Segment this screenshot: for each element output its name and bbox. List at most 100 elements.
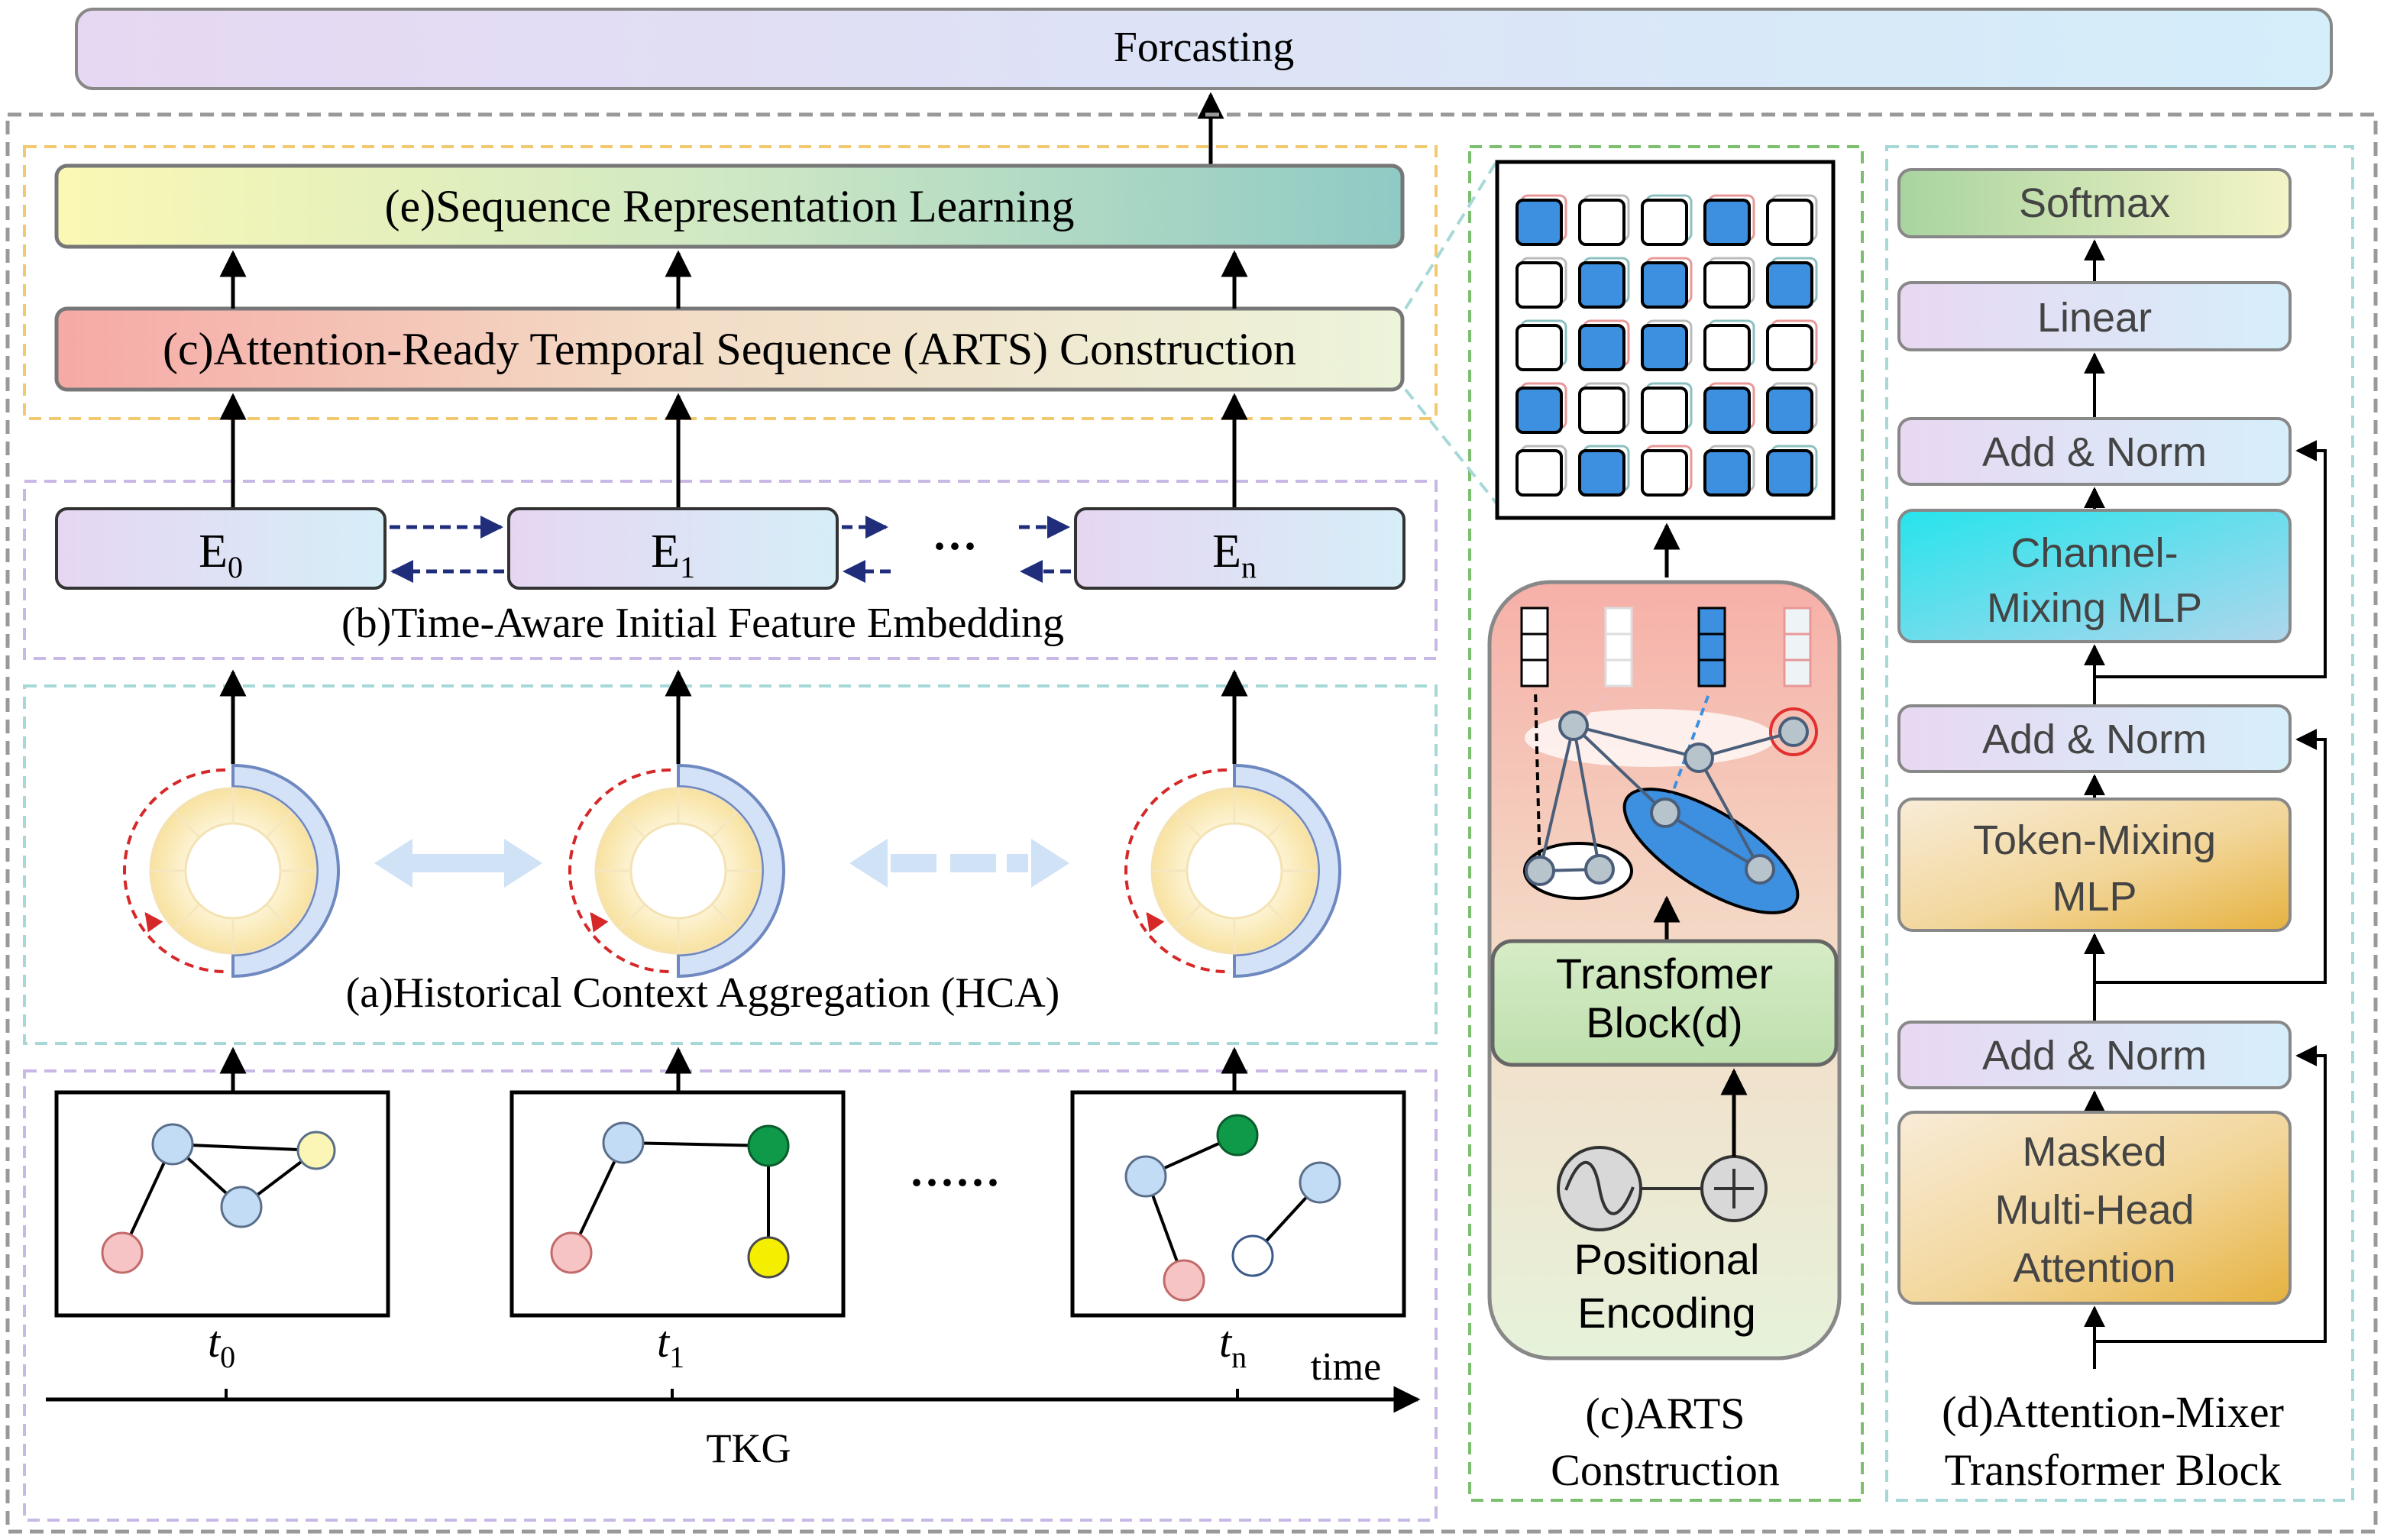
residual-connection-2 [2094, 729, 2327, 984]
matrix-cell [1766, 199, 1813, 246]
time-axis-ticks [225, 1389, 1239, 1399]
token-vector [1783, 607, 1812, 688]
token-mixing-line1: Token-Mixing [1973, 817, 2216, 863]
add-norm-label-3: Add & Norm [1982, 429, 2207, 475]
embedding-e0: E0 [55, 507, 387, 590]
token-vectors [1520, 607, 1812, 688]
graph-node [1745, 854, 1775, 885]
arts-construction-label: (c)Attention-Ready Temporal Sequence (AR… [163, 324, 1296, 374]
graph-node [1684, 742, 1714, 773]
graph-node [747, 1124, 790, 1167]
time-axis-label: time [1311, 1345, 1381, 1389]
mixer-region-frame [1885, 145, 2354, 1502]
graph-node [1558, 710, 1589, 741]
graph-node [101, 1231, 144, 1274]
matrix-cell [1766, 449, 1813, 497]
token-vector [1604, 607, 1633, 688]
forecasting-box: Forcasting [75, 8, 2333, 90]
snapshot-ellipsis: ······ [909, 1157, 1001, 1208]
linear-label: Linear [2037, 295, 2152, 341]
graph-snapshot-n [1070, 1090, 1406, 1318]
svg-text:E1: E1 [651, 526, 695, 584]
attention-matrix [1495, 160, 1836, 520]
masked-attention-line1: Masked [2022, 1129, 2166, 1175]
masked-attention-box: Masked Multi-Head Attention [1897, 1111, 2292, 1305]
hca-ring-icon-1 [568, 763, 785, 979]
matrix-cell [1578, 199, 1625, 246]
arts-caption-line2: Construction [1551, 1445, 1780, 1495]
arts-construction-box: (c)Attention-Ready Temporal Sequence (AR… [54, 306, 1405, 392]
arts-caption-line1: (c)ARTS [1585, 1389, 1745, 1438]
hca-ring-icon-n [1124, 763, 1341, 979]
matrix-cell [1703, 449, 1751, 497]
graph-node [1163, 1259, 1205, 1302]
channel-mixing-mlp-box: Channel- Mixing MLP [1897, 509, 2292, 643]
embedding-ellipsis: ··· [932, 521, 978, 571]
matrix-cell [1515, 387, 1563, 434]
token-vector [1520, 607, 1549, 688]
tkg-region-frame [23, 1069, 1438, 1522]
hca-ring-icon-0 [123, 763, 340, 979]
embedding-e0-sub: 0 [228, 550, 243, 584]
graph-node [151, 1123, 194, 1166]
embedding-en: En [1074, 507, 1405, 590]
time-tick-t0-base: t [208, 1317, 222, 1367]
embedding-e0-base: E [199, 526, 228, 578]
add-norm-label-2: Add & Norm [1982, 717, 2207, 762]
linear-box: Linear [1897, 281, 2292, 351]
matrix-cell [1578, 261, 1625, 309]
forecasting-label: Forcasting [1114, 24, 1294, 71]
graph-snapshot-1 [509, 1090, 846, 1318]
arrows-hca-to-embed [219, 669, 1248, 764]
embedding-en-base: E [1212, 526, 1241, 578]
tkg-label: TKG [707, 1425, 791, 1471]
matrix-cell [1766, 261, 1813, 309]
arrows-arts-to-seq [219, 250, 1248, 309]
add-norm-box-3: Add & Norm [1897, 417, 2292, 486]
arts-graph [1523, 688, 1818, 914]
matrix-cell [1578, 449, 1625, 497]
hca-double-arrow-solid [374, 839, 542, 888]
embedding-links [390, 516, 1071, 583]
matrix-cell [1641, 449, 1688, 497]
positional-encoding-line1: Positional [1574, 1235, 1760, 1283]
hca-region-frame [23, 684, 1438, 1045]
svg-text:En: En [1212, 526, 1257, 584]
matrix-cell [1703, 387, 1751, 434]
matrix-cell [1766, 387, 1813, 434]
graph-node [1584, 854, 1615, 885]
matrix-cell [1641, 199, 1688, 246]
matrix-cell [1703, 261, 1751, 309]
channel-mixing-line1: Channel- [2010, 530, 2178, 576]
matrix-cell [1515, 261, 1563, 309]
embedding-e1-sub: 1 [680, 550, 695, 584]
graph-node [1299, 1161, 1341, 1204]
graph-node [296, 1131, 336, 1170]
graph-node [1525, 856, 1555, 886]
tafe-label: (b)Time-Aware Initial Feature Embedding [341, 600, 1064, 647]
embedding-region-frame [23, 480, 1438, 660]
hca-double-arrow-dashed [849, 839, 1069, 888]
matrix-cell [1578, 387, 1625, 434]
time-tick-tn: tn [1219, 1317, 1247, 1374]
transformer-block-line2: Block(d) [1586, 998, 1742, 1047]
graph-snapshot-0 [54, 1090, 390, 1318]
transformer-block-line1: Transfomer [1556, 950, 1773, 998]
graph-node [1650, 798, 1680, 828]
graph-node-highlight [1769, 707, 1818, 756]
residual-connection-1 [2094, 1045, 2327, 1343]
token-vector [1697, 607, 1726, 688]
outer-frame [5, 112, 2378, 1534]
time-tick-tn-base: t [1219, 1317, 1233, 1367]
channel-mixing-line2: Mixing MLP [1987, 585, 2202, 631]
matrix-cell [1515, 324, 1563, 371]
graph-node [1124, 1155, 1167, 1198]
token-mixing-mlp-box: Token-Mixing MLP [1897, 798, 2292, 932]
add-norm-label-1: Add & Norm [1982, 1033, 2207, 1079]
sequence-learning-label: (e)Sequence Representation Learning [385, 181, 1075, 231]
zoom-lines [1404, 159, 1499, 506]
graph-node [747, 1236, 790, 1279]
add-norm-box-1: Add & Norm [1897, 1021, 2292, 1089]
graph-node [1216, 1114, 1259, 1157]
